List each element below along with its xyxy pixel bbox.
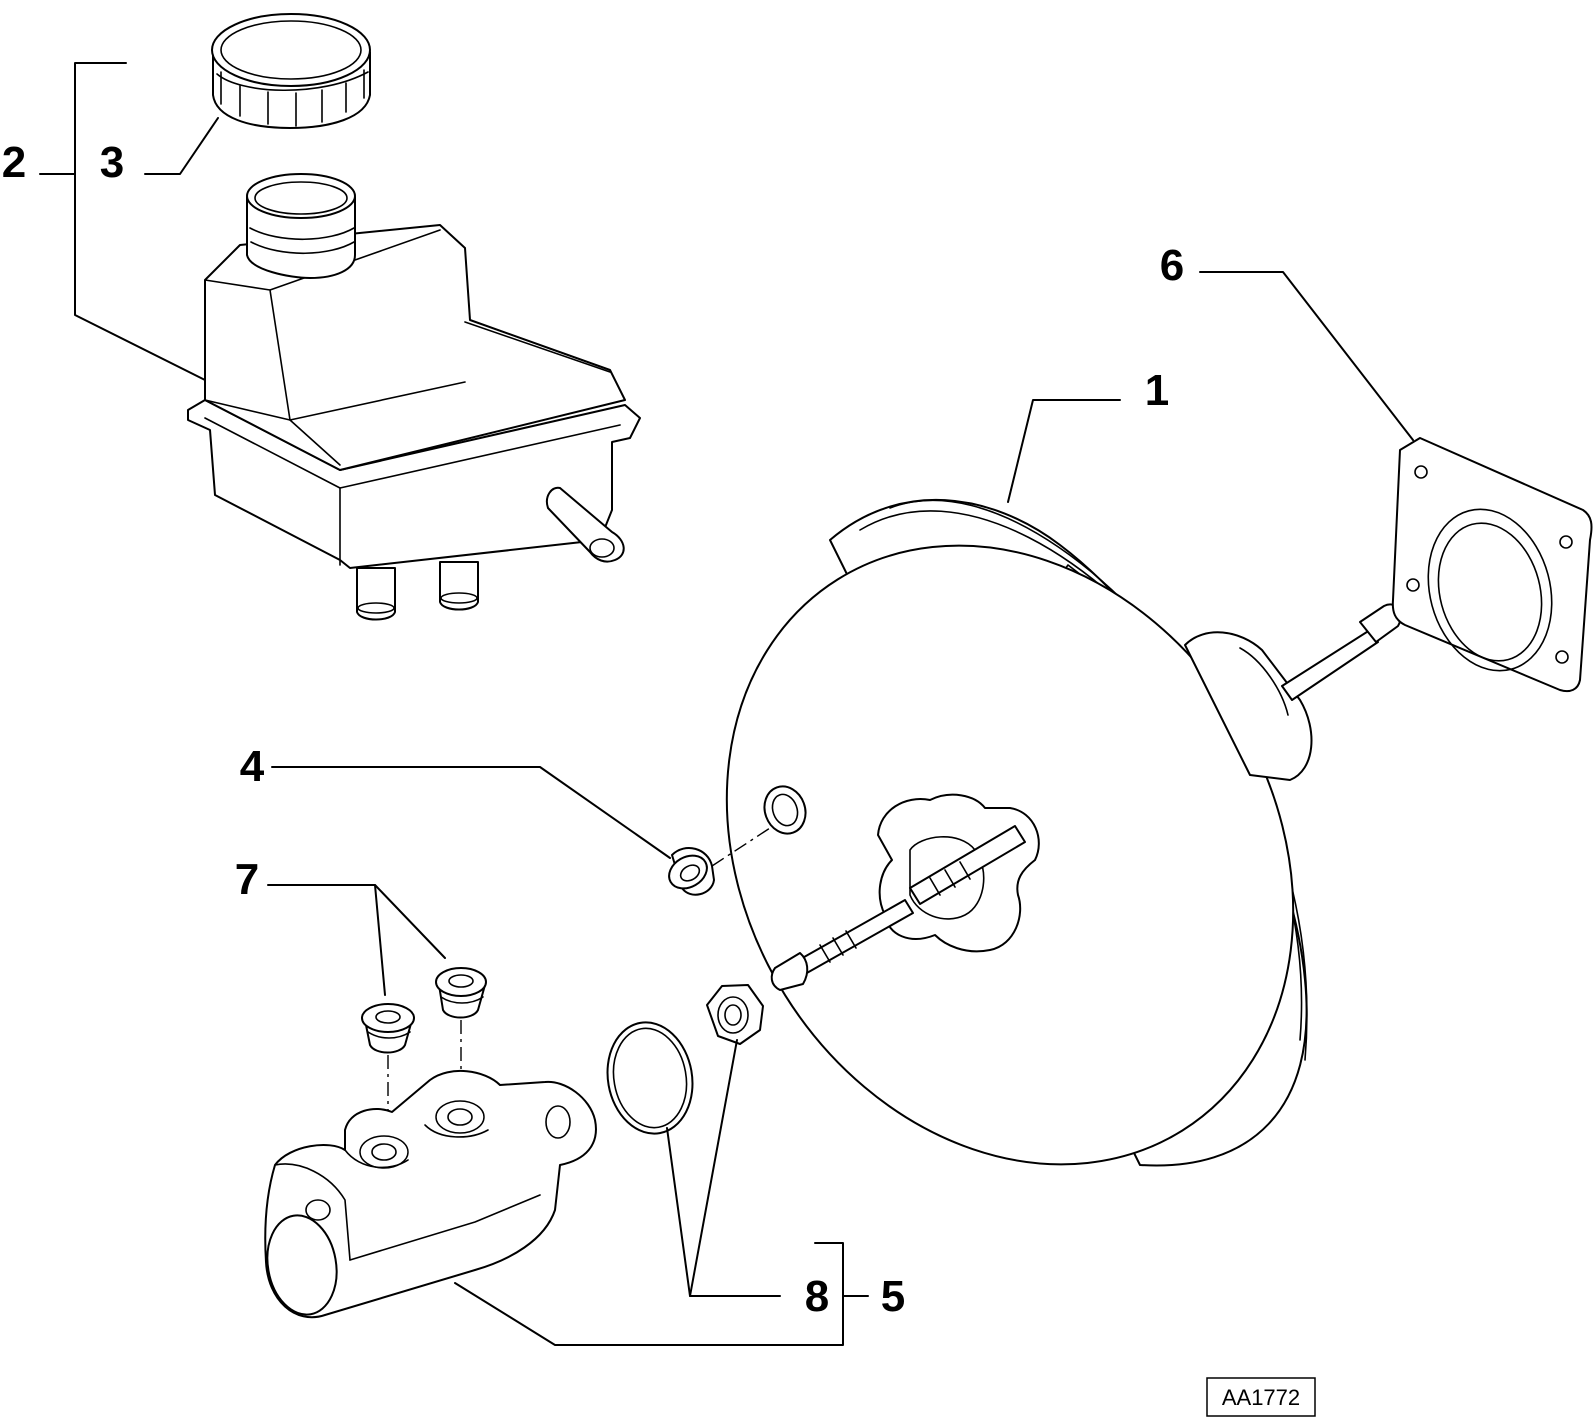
callout-2: 2 xyxy=(2,138,26,187)
reservoir-seal-left xyxy=(361,1003,415,1054)
callout-4: 4 xyxy=(240,742,265,791)
booster-gasket xyxy=(1391,437,1593,693)
leader-lines xyxy=(39,62,1414,1346)
callout-6: 6 xyxy=(1160,241,1184,290)
callout-8: 8 xyxy=(805,1272,829,1321)
brake-booster xyxy=(725,498,1402,1167)
reference-code-box: AA1772 xyxy=(1206,1377,1316,1417)
mounting-nut xyxy=(706,984,764,1045)
reservoir-seal-right xyxy=(435,967,487,1019)
callout-7: 7 xyxy=(235,855,259,904)
reference-code: AA1772 xyxy=(1222,1385,1300,1410)
callout-1: 1 xyxy=(1145,366,1169,415)
vacuum-grommet xyxy=(668,827,771,896)
o-ring-seal xyxy=(606,1021,694,1135)
callout-3: 3 xyxy=(100,138,124,187)
reservoir-cap xyxy=(211,13,371,129)
master-cylinder xyxy=(264,1069,597,1319)
brake-fluid-reservoir xyxy=(187,173,641,621)
callout-5: 5 xyxy=(881,1272,905,1321)
